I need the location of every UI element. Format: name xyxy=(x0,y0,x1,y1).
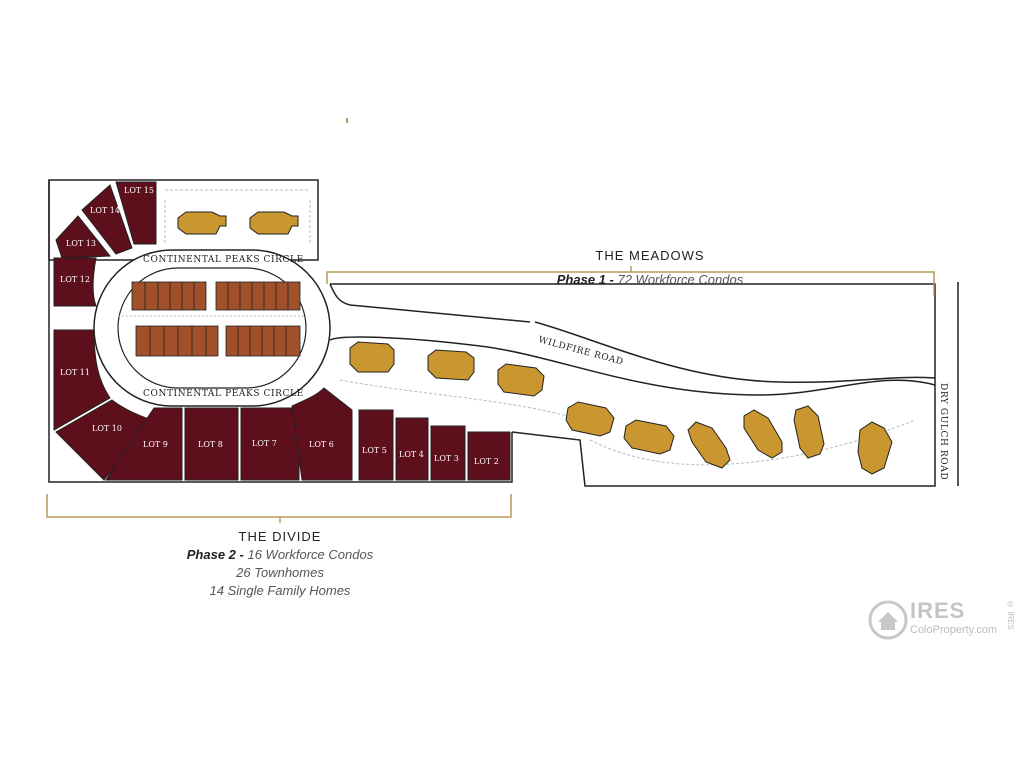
condo-building xyxy=(565,401,615,437)
lot-label: LOT 15 xyxy=(124,186,154,195)
lot-label: LOT 3 xyxy=(434,454,459,463)
lot-label: LOT 11 xyxy=(60,368,90,377)
condo-building xyxy=(687,421,731,469)
meadows-phase-label: Phase 1 - xyxy=(556,272,614,287)
lot-8[interactable] xyxy=(184,407,239,481)
condo-building xyxy=(427,349,475,381)
condo-building xyxy=(793,405,825,459)
meadows-section: THE MEADOWS Phase 1 - 72 Workforce Condo… xyxy=(500,248,800,289)
condo-building xyxy=(857,421,893,475)
meadows-title: THE MEADOWS xyxy=(595,248,705,263)
lot-15[interactable] xyxy=(115,181,157,245)
condo-buildings xyxy=(177,211,893,475)
divide-bracket xyxy=(46,494,512,518)
townhome-block-nw xyxy=(131,281,207,311)
lot-label: LOT 2 xyxy=(474,457,499,466)
parcel-outline-east xyxy=(330,283,936,487)
parcel-outline-west xyxy=(48,180,513,483)
lot-label: LOT 10 xyxy=(92,424,122,433)
lot-7[interactable] xyxy=(240,407,300,481)
lot-6[interactable] xyxy=(291,387,353,481)
road-label-continental-north: CONTINENTAL PEAKS CIRCLE xyxy=(143,255,304,265)
wildfire-road-south-edge xyxy=(329,336,936,396)
road-label-wildfire: WILDFIRE ROAD xyxy=(537,335,624,367)
divide-phase-line: Phase 2 - 16 Workforce Condos xyxy=(150,546,410,564)
lot-label: LOT 14 xyxy=(90,206,120,215)
road-label-continental-south: CONTINENTAL PEAKS CIRCLE xyxy=(143,389,304,399)
divide-phase-detail: 16 Workforce Condos xyxy=(247,547,374,562)
divide-phase-label: Phase 2 - xyxy=(186,547,244,562)
divide-line-townhomes: 26 Townhomes xyxy=(236,565,324,580)
ires-brand: IRES xyxy=(910,598,966,623)
condo-building xyxy=(497,363,545,397)
lot-label: LOT 12 xyxy=(60,275,90,284)
townhomes xyxy=(131,281,301,357)
divide-line-single-family: 14 Single Family Homes xyxy=(209,583,351,598)
road-label-dry-gulch: DRY GULCH ROAD xyxy=(938,383,948,480)
parking-lines-north xyxy=(164,189,311,245)
lot-11[interactable] xyxy=(53,329,111,431)
condo-building xyxy=(623,419,675,455)
lot-3[interactable] xyxy=(430,425,466,481)
lot-12[interactable] xyxy=(53,257,97,307)
ires-side-mark: © IRES xyxy=(1006,600,1015,630)
lots xyxy=(53,181,511,481)
lot-label: LOT 4 xyxy=(399,450,424,459)
lot-9[interactable] xyxy=(105,407,183,481)
lot-label: LOT 7 xyxy=(252,439,277,448)
ires-subtitle: ColoProperty.com xyxy=(910,624,998,636)
lot-5[interactable] xyxy=(358,409,394,481)
condo-building xyxy=(177,211,227,235)
lot-4[interactable] xyxy=(395,417,429,481)
wildfire-road-edge-2 xyxy=(534,321,936,384)
townhome-block-se xyxy=(225,325,301,357)
lot-2[interactable] xyxy=(467,431,511,481)
meadows-phase-line: Phase 1 - 72 Workforce Condos xyxy=(500,271,800,289)
parking-lines-1 xyxy=(339,379,581,421)
lot-13[interactable] xyxy=(55,215,112,259)
lot-label: LOT 8 xyxy=(198,440,223,449)
condo-building xyxy=(349,341,395,373)
ires-watermark: IRES ColoProperty.com © IRES xyxy=(866,596,1024,646)
condo-building xyxy=(743,409,783,459)
lot-label: LOT 6 xyxy=(309,440,334,449)
meadows-phase-detail: 72 Workforce Condos xyxy=(617,272,744,287)
lot-14[interactable] xyxy=(81,184,133,255)
lot-label: LOT 13 xyxy=(66,239,96,248)
townhome-block-ne xyxy=(215,281,301,311)
wildfire-road-north-edge xyxy=(329,283,531,323)
condo-building xyxy=(249,211,299,235)
divide-title: THE DIVIDE xyxy=(238,529,322,544)
lot-label: LOT 9 xyxy=(143,440,168,449)
lot-label: LOT 5 xyxy=(362,446,387,455)
divide-section: THE DIVIDE Phase 2 - 16 Workforce Condos… xyxy=(150,529,410,600)
house-logo-icon xyxy=(868,600,908,640)
